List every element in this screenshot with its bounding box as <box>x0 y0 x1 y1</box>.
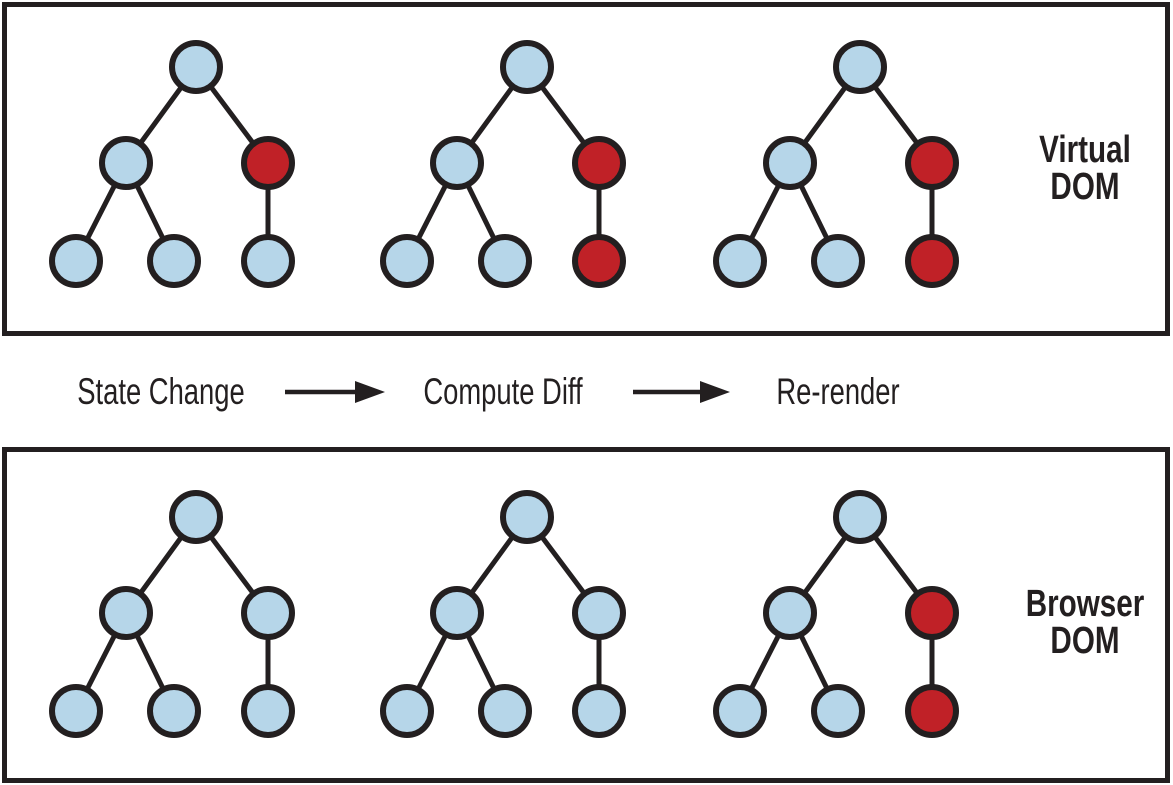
tree-node-left-left <box>380 234 434 288</box>
tree-node-right-child <box>241 234 295 288</box>
browser-dom-tree-2 <box>377 487 629 741</box>
tree-node-right <box>572 136 626 190</box>
tree-node-left-right <box>147 234 201 288</box>
state-change-label: State Change <box>77 370 245 412</box>
tree-node-right <box>241 586 295 640</box>
tree-node-left <box>763 136 817 190</box>
tree-node-root <box>500 490 554 544</box>
tree-node-left <box>430 136 484 190</box>
tree-node-root <box>169 490 223 544</box>
tree-node-right-child <box>905 234 959 288</box>
tree-node-left <box>430 586 484 640</box>
right-arrow-icon <box>633 380 730 403</box>
process-flow-row: State Change Compute Diff Re-render <box>0 336 1173 447</box>
panel-label-line: Virtual <box>1039 129 1131 171</box>
virtual-dom-tree-1 <box>46 37 298 291</box>
tree-node-left-left <box>49 684 103 738</box>
browser-dom-tree-3 <box>710 487 962 741</box>
virtual-dom-tree-3 <box>710 37 962 291</box>
compute-diff-label: Compute Diff <box>423 370 583 412</box>
tree-node-left-right <box>811 234 865 288</box>
panel-label-line: DOM <box>1050 166 1120 208</box>
tree-node-left-right <box>478 684 532 738</box>
tree-node-left-left <box>713 234 767 288</box>
virtual-dom-panel: Virtual DOM <box>2 2 1170 336</box>
right-arrow-icon <box>285 380 385 403</box>
virtual-dom-label: Virtual DOM <box>1039 129 1131 208</box>
dom-tree-svg <box>380 40 626 288</box>
tree-node-right-child <box>572 234 626 288</box>
virtual-dom-tree-2 <box>377 37 629 291</box>
dom-tree-svg <box>380 490 626 738</box>
browser-dom-panel: Browser DOM <box>2 447 1170 783</box>
tree-node-right-child <box>241 684 295 738</box>
tree-node-left-right <box>478 234 532 288</box>
tree-node-left <box>99 136 153 190</box>
tree-node-left <box>99 586 153 640</box>
tree-node-root <box>500 40 554 94</box>
browser-dom-label: Browser DOM <box>1025 583 1145 662</box>
dom-tree-svg <box>49 40 295 288</box>
browser-dom-tree-1 <box>46 487 298 741</box>
panel-label-line: DOM <box>1050 620 1120 662</box>
re-render-label: Re-render <box>776 370 900 412</box>
tree-node-right <box>905 136 959 190</box>
tree-node-right <box>241 136 295 190</box>
tree-node-left-left <box>713 684 767 738</box>
panel-label-line: Browser <box>1025 583 1145 625</box>
dom-tree-svg <box>49 490 295 738</box>
tree-node-left-right <box>147 684 201 738</box>
tree-node-left-right <box>811 684 865 738</box>
tree-node-right <box>905 586 959 640</box>
tree-node-root <box>833 40 887 94</box>
dom-tree-svg <box>713 490 959 738</box>
tree-node-root <box>833 490 887 544</box>
tree-node-right-child <box>905 684 959 738</box>
tree-node-right <box>572 586 626 640</box>
tree-node-left-left <box>380 684 434 738</box>
dom-tree-svg <box>713 40 959 288</box>
tree-node-left-left <box>49 234 103 288</box>
tree-node-right-child <box>572 684 626 738</box>
tree-node-root <box>169 40 223 94</box>
tree-node-left <box>763 586 817 640</box>
